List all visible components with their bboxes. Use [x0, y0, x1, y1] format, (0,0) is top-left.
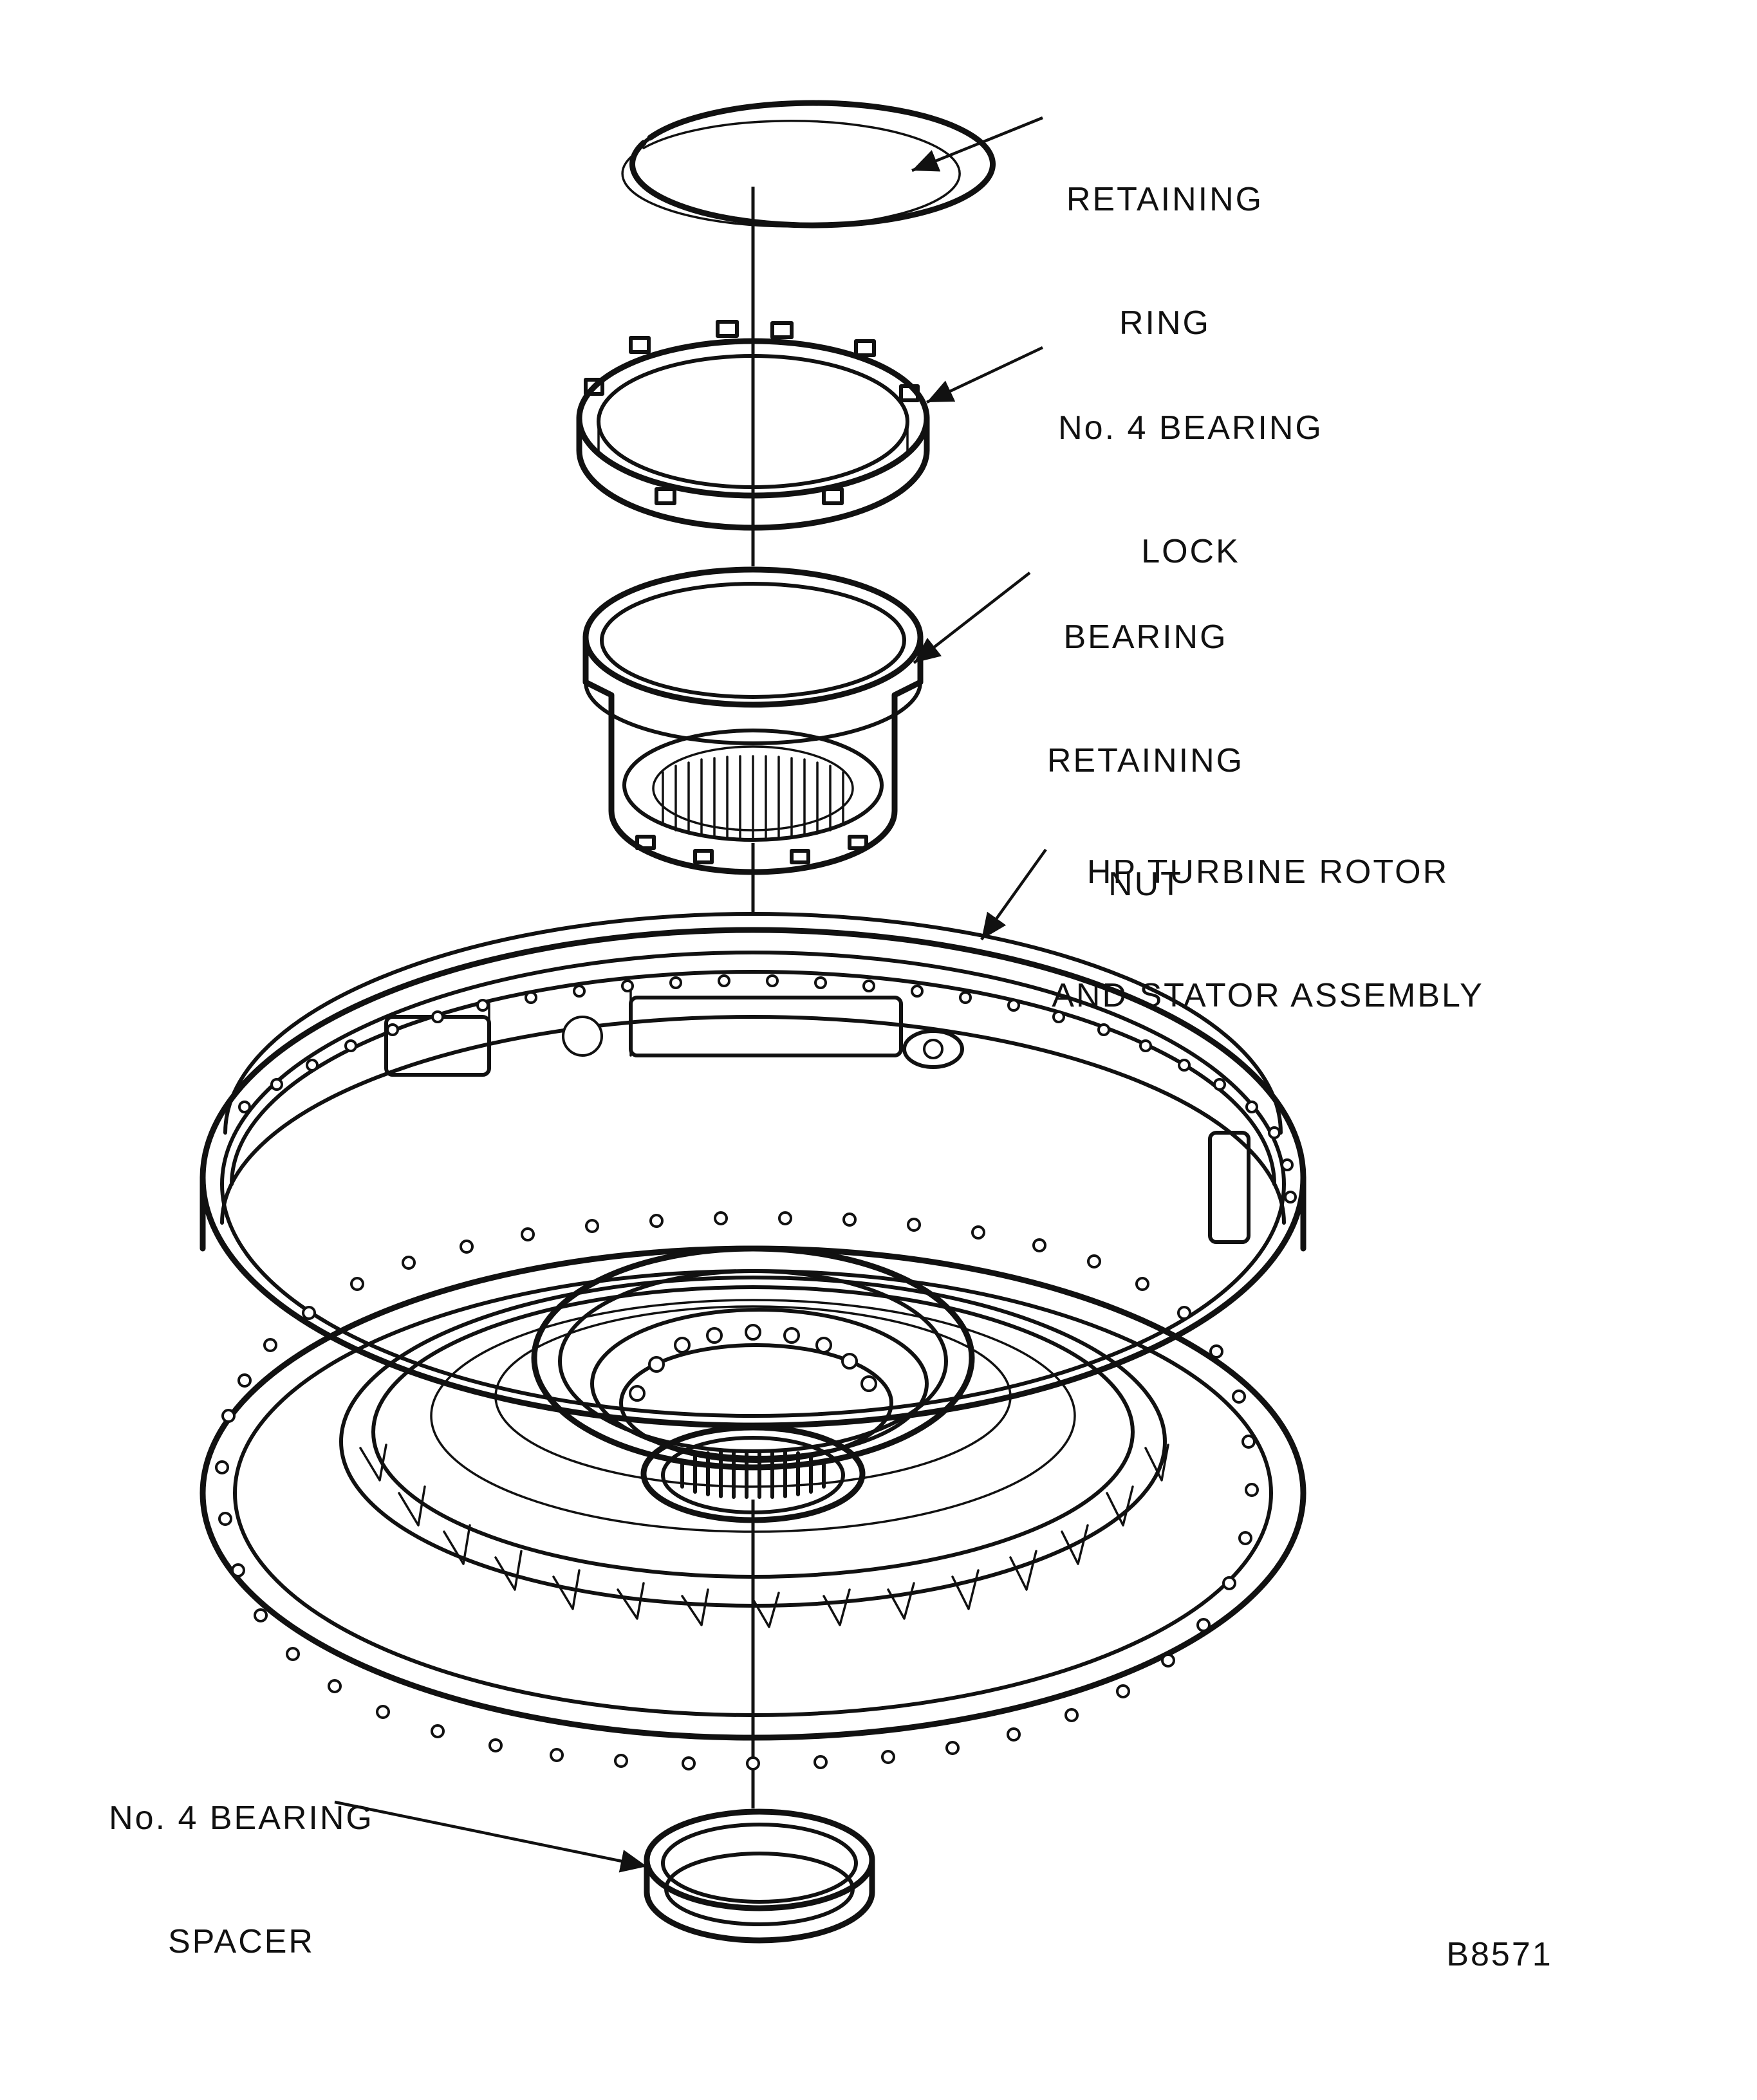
bearing-retaining-nut	[582, 566, 924, 875]
label-bearing-lock: No. 4 BEARING LOCK	[1039, 325, 1342, 613]
turbine-blades	[359, 1444, 1169, 1628]
bearing-spacer	[644, 1808, 875, 1944]
bearing-lock	[576, 320, 930, 531]
lower-bolt-holes	[215, 1211, 1259, 1770]
nut-splines	[662, 755, 844, 839]
label-line: NUT	[1108, 866, 1183, 903]
turbine-assembly	[200, 912, 1306, 1770]
label-line: LOCK	[1141, 533, 1240, 570]
upper-bolt-holes	[238, 974, 1297, 1203]
label-line: RING	[1119, 304, 1211, 342]
figure-number: B8571	[1446, 1936, 1553, 1973]
hub-holes	[629, 1324, 877, 1402]
label-retaining-ring: RETAINING RING	[1039, 97, 1290, 385]
nut-slots	[635, 835, 868, 864]
label-line: No. 4 BEARING	[109, 1799, 374, 1837]
label-line: RETAINING	[1066, 181, 1264, 218]
label-line: RETAINING	[1046, 742, 1245, 779]
label-bearing-spacer: No. 4 BEARING SPACER	[87, 1715, 396, 2003]
label-line: No. 4 BEARING	[1058, 409, 1323, 447]
label-line: HP TURBINE ROTOR	[1086, 853, 1449, 891]
label-line: AND STATOR ASSEMBLY	[1052, 977, 1484, 1014]
label-line: BEARING	[1063, 618, 1228, 656]
leader-lines	[334, 116, 1047, 1873]
retaining-ring	[621, 100, 996, 228]
lock-tabs	[584, 320, 920, 505]
label-line: SPACER	[168, 1923, 315, 1960]
label-turbine-assembly: HP TURBINE ROTOR AND STATOR ASSEMBLY	[1023, 769, 1512, 1057]
label-retaining-nut: BEARING RETAINING NUT	[1027, 534, 1265, 946]
